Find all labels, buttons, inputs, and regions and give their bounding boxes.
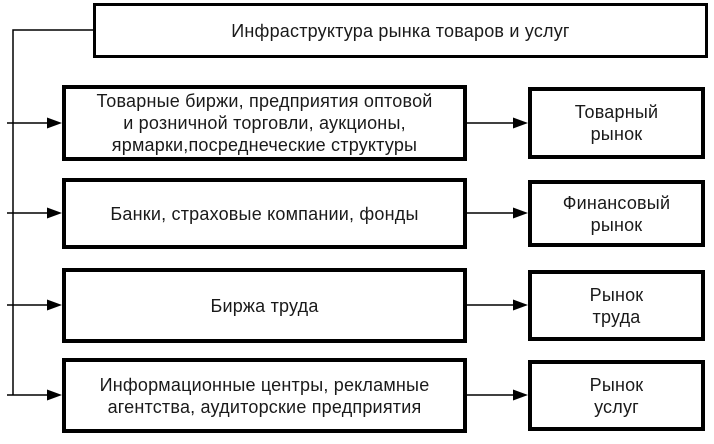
- arrow-right-icon: [513, 117, 528, 129]
- spine-to-source-arrow-3: [7, 299, 62, 311]
- arrow-right-icon: [47, 117, 62, 129]
- source-box-labor-infrastructure: Биржа труда: [62, 268, 467, 343]
- source-box-label: Товарные биржи, предприятия оптовой и ро…: [96, 91, 433, 155]
- spine-to-source-arrow-2: [7, 207, 62, 219]
- target-box-label: Рынок услуг: [589, 374, 644, 417]
- source-box-label: Информационные центры, рекламные агентст…: [99, 374, 430, 417]
- source-box-label: Биржа труда: [210, 295, 319, 316]
- spine-to-source-arrow-4: [7, 389, 62, 401]
- spine-connector-line: [12, 29, 93, 395]
- source-box-financial-infrastructure: Банки, страховые компании, фонды: [62, 178, 467, 249]
- target-box-labor-market: Рынок труда: [528, 270, 705, 341]
- target-box-label: Финансовый рынок: [562, 192, 671, 235]
- title-box: Инфраструктура рынка товаров и услуг: [93, 3, 708, 58]
- source-to-target-arrow-3: [467, 299, 528, 311]
- source-box-services-infrastructure: Информационные центры, рекламные агентст…: [62, 358, 467, 433]
- arrow-right-icon: [47, 389, 62, 401]
- target-box-financial-market: Финансовый рынок: [528, 180, 705, 247]
- target-box-label: Товарный рынок: [574, 102, 659, 144]
- source-to-target-arrow-4: [467, 389, 528, 401]
- title-label: Инфраструктура рынка товаров и услуг: [231, 20, 570, 41]
- spine-to-source-arrow-1: [7, 117, 62, 129]
- target-box-commodity-market: Товарный рынок: [528, 87, 705, 159]
- source-box-label: Банки, страховые компании, фонды: [110, 203, 419, 224]
- arrow-right-icon: [47, 299, 62, 311]
- target-box-services-market: Рынок услуг: [528, 360, 705, 431]
- source-box-commodity-infrastructure: Товарные биржи, предприятия оптовой и ро…: [62, 85, 467, 161]
- source-to-target-arrow-1: [467, 117, 528, 129]
- arrow-right-icon: [47, 207, 62, 219]
- arrow-right-icon: [513, 207, 528, 219]
- arrow-right-icon: [513, 389, 528, 401]
- source-to-target-arrow-2: [467, 207, 528, 219]
- arrow-right-icon: [513, 299, 528, 311]
- target-box-label: Рынок труда: [589, 284, 644, 327]
